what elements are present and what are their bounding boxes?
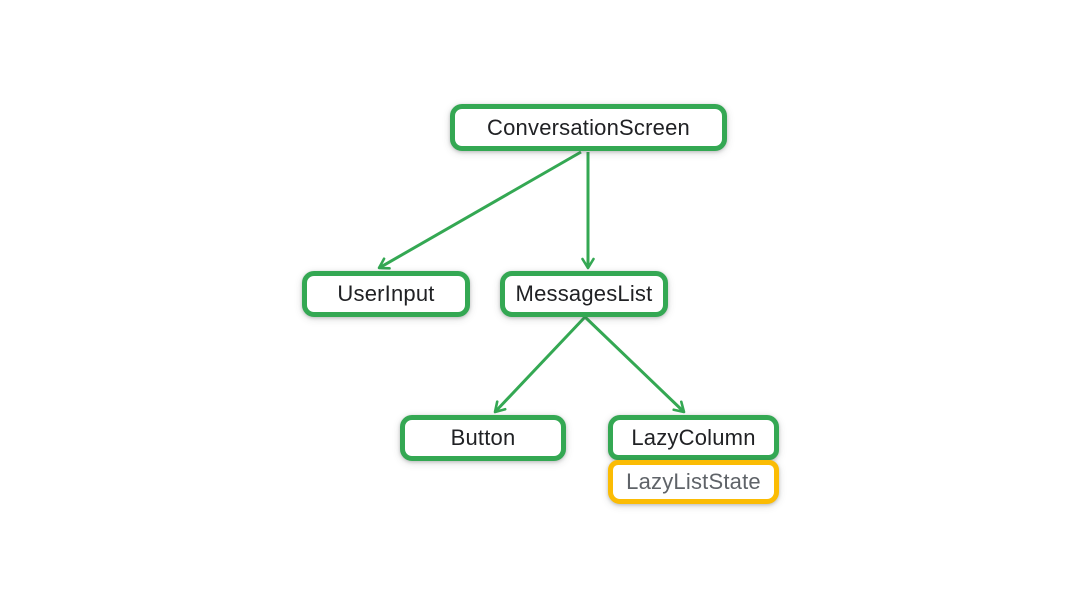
- node-lazy-list-state-label: LazyListState: [626, 469, 761, 494]
- node-lazy-column: LazyColumn: [608, 415, 779, 460]
- node-messages-list: MessagesList: [500, 271, 668, 317]
- node-conversation-screen-label: ConversationScreen: [487, 114, 690, 140]
- node-user-input-label: UserInput: [337, 281, 435, 306]
- edge-messageslist-button: [493, 315, 587, 414]
- node-lazy-list-state: LazyListState: [608, 460, 779, 504]
- node-conversation-screen: ConversationScreen: [450, 104, 727, 151]
- node-button-label: Button: [450, 425, 516, 450]
- node-button: Button: [400, 415, 566, 461]
- node-lazy-column-label: LazyColumn: [631, 424, 756, 450]
- node-messages-list-label: MessagesList: [515, 281, 653, 306]
- edge-messageslist-lazycolumn: [583, 315, 686, 414]
- edge-conversationscreen-userinput: [377, 150, 582, 270]
- node-user-input: UserInput: [302, 271, 470, 317]
